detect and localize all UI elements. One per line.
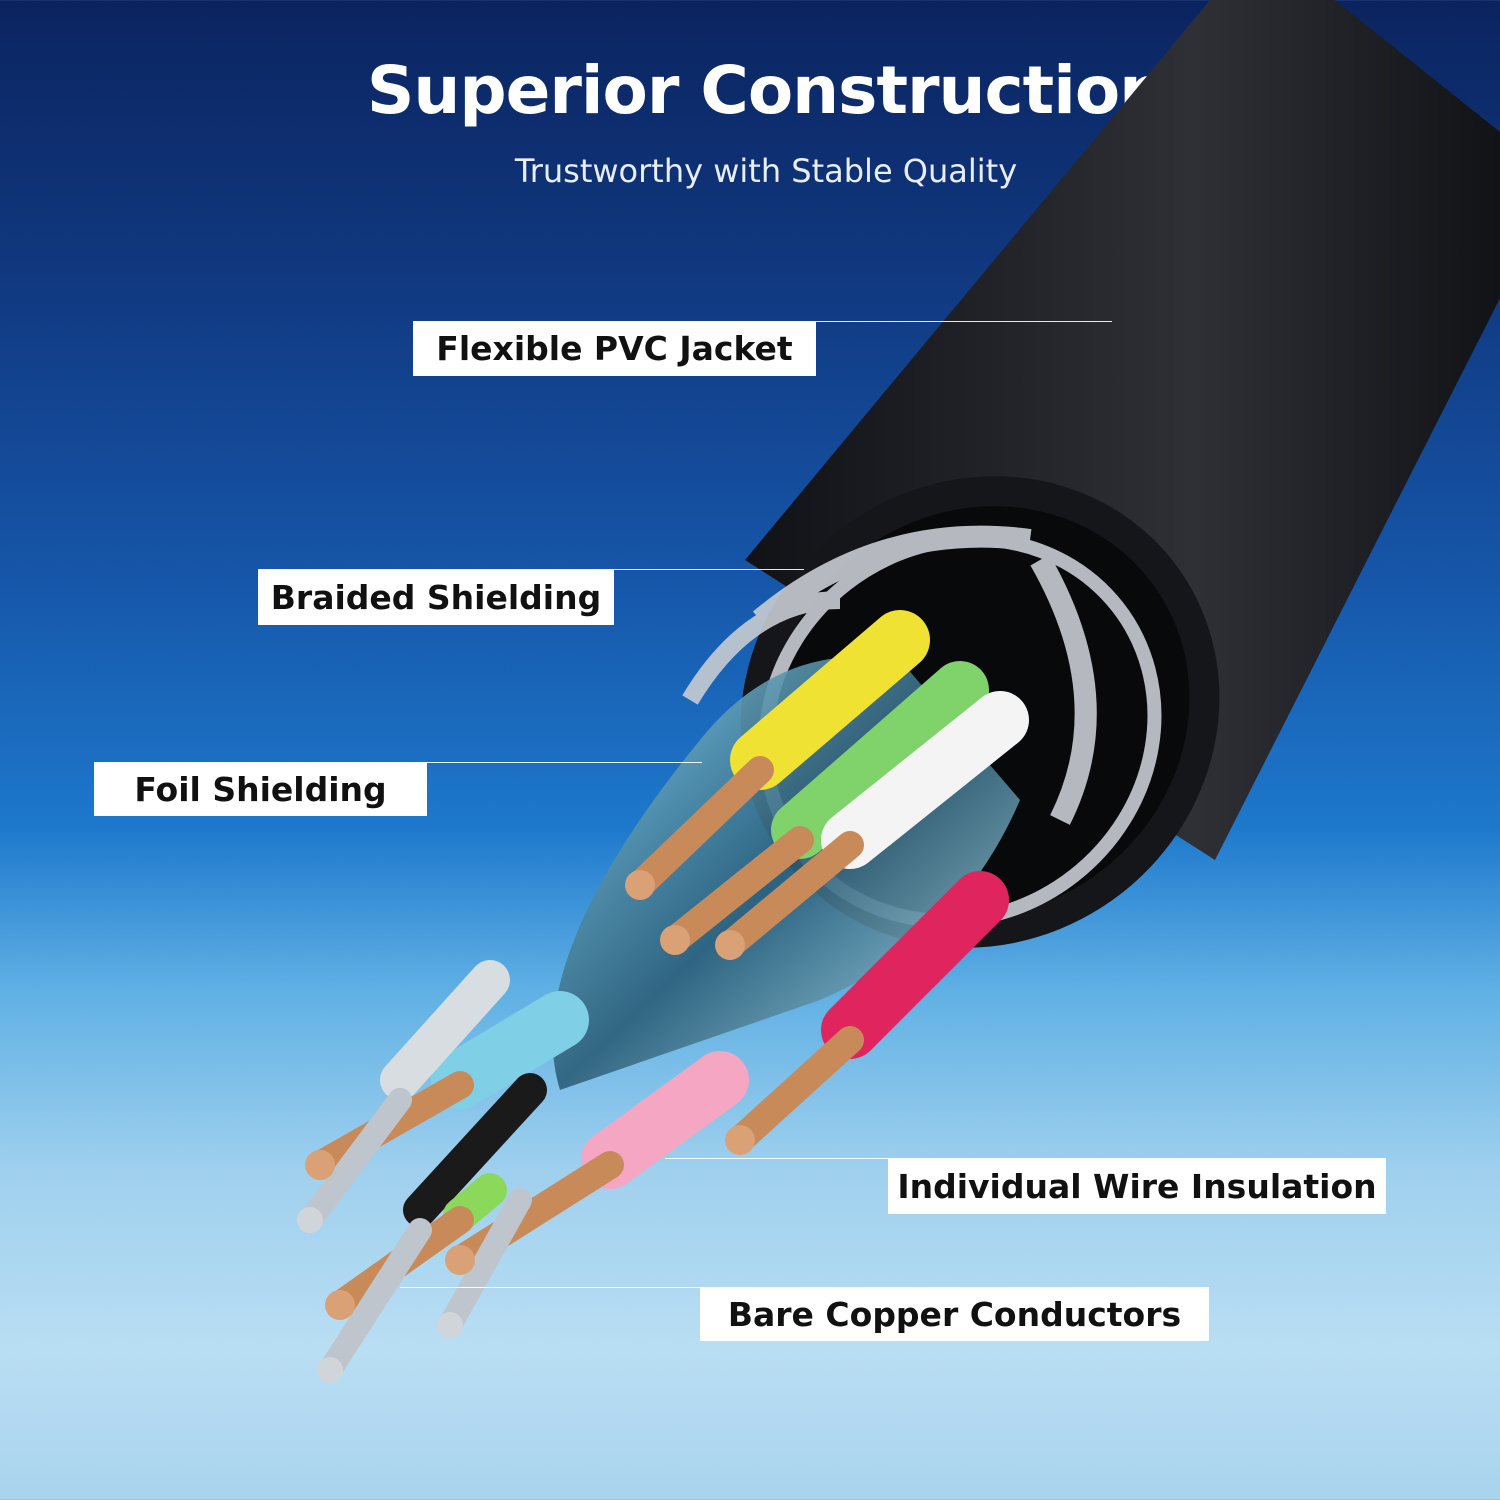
braided-shielding bbox=[682, 525, 1162, 928]
label-flexible-pvc-jacket: Flexible PVC Jacket bbox=[413, 321, 816, 376]
leader-line-insulation bbox=[665, 1158, 888, 1159]
leader-line-jacket bbox=[816, 321, 1112, 322]
page-title: Superior Construction bbox=[366, 52, 1166, 129]
leader-line-braid bbox=[614, 569, 804, 570]
leader-line-foil bbox=[427, 762, 702, 763]
label-bare-copper-conductors: Bare Copper Conductors bbox=[700, 1287, 1209, 1341]
label-foil-shielding: Foil Shielding bbox=[94, 762, 427, 816]
label-individual-wire-insulation: Individual Wire Insulation bbox=[888, 1158, 1386, 1214]
copper-conductors bbox=[297, 756, 864, 1383]
label-braided-shielding: Braided Shielding bbox=[258, 569, 614, 625]
page-subtitle: Trustworthy with Stable Quality bbox=[514, 152, 1018, 190]
leader-line-conductors bbox=[400, 1287, 700, 1288]
wires bbox=[380, 610, 1029, 1232]
